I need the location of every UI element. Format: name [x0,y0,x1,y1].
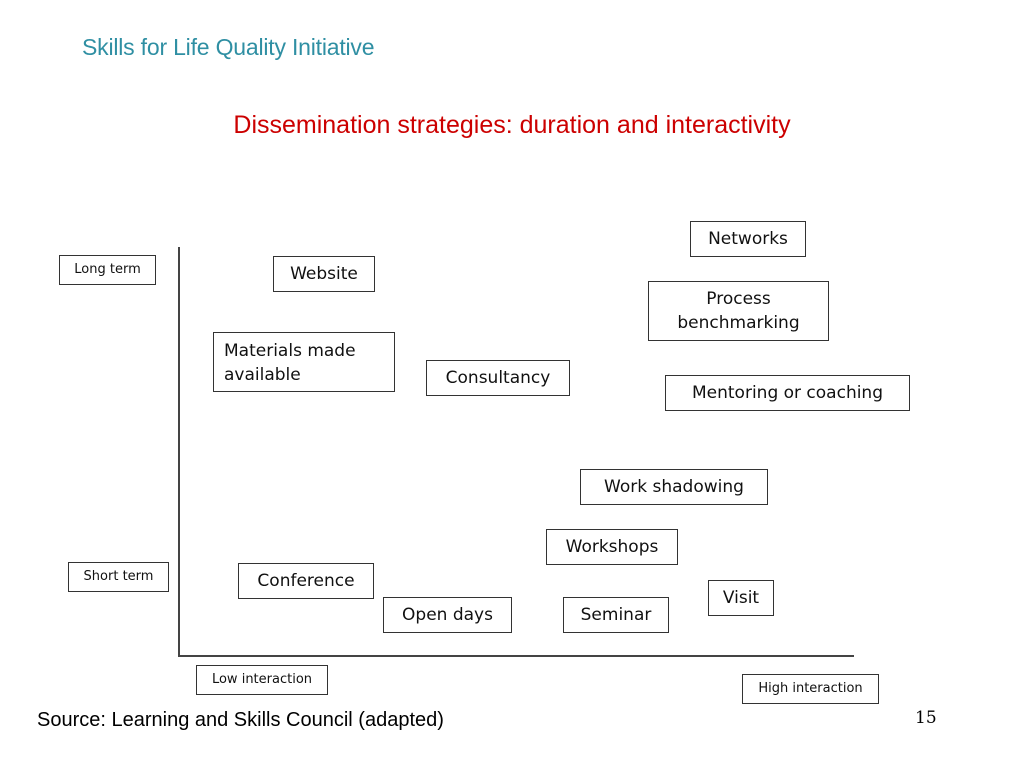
y-axis-label-short-term: Short term [68,562,169,592]
node-website: Website [273,256,375,292]
node-mentoring-or-coaching: Mentoring or coaching [665,375,910,411]
source-citation: Source: Learning and Skills Council (ada… [37,709,444,731]
x-axis-label-high-interaction: High interaction [742,674,879,704]
node-workshops: Workshops [546,529,678,565]
x-axis-label-low-interaction: Low interaction [196,665,328,695]
node-conference: Conference [238,563,374,599]
node-seminar: Seminar [563,597,669,633]
node-process-benchmarking: Process benchmarking [648,281,829,341]
node-open-days: Open days [383,597,512,633]
node-networks: Networks [690,221,806,257]
page-number: 15 [915,708,937,728]
y-axis-line [178,247,180,657]
node-materials-made-available: Materials made available [213,332,395,392]
node-work-shadowing: Work shadowing [580,469,768,505]
node-visit: Visit [708,580,774,616]
y-axis-label-long-term: Long term [59,255,156,285]
x-axis-line [178,655,854,657]
slide-title: Dissemination strategies: duration and i… [233,111,791,139]
brand-logo-text: Skills for Life Quality Initiative [82,34,375,60]
node-consultancy: Consultancy [426,360,570,396]
